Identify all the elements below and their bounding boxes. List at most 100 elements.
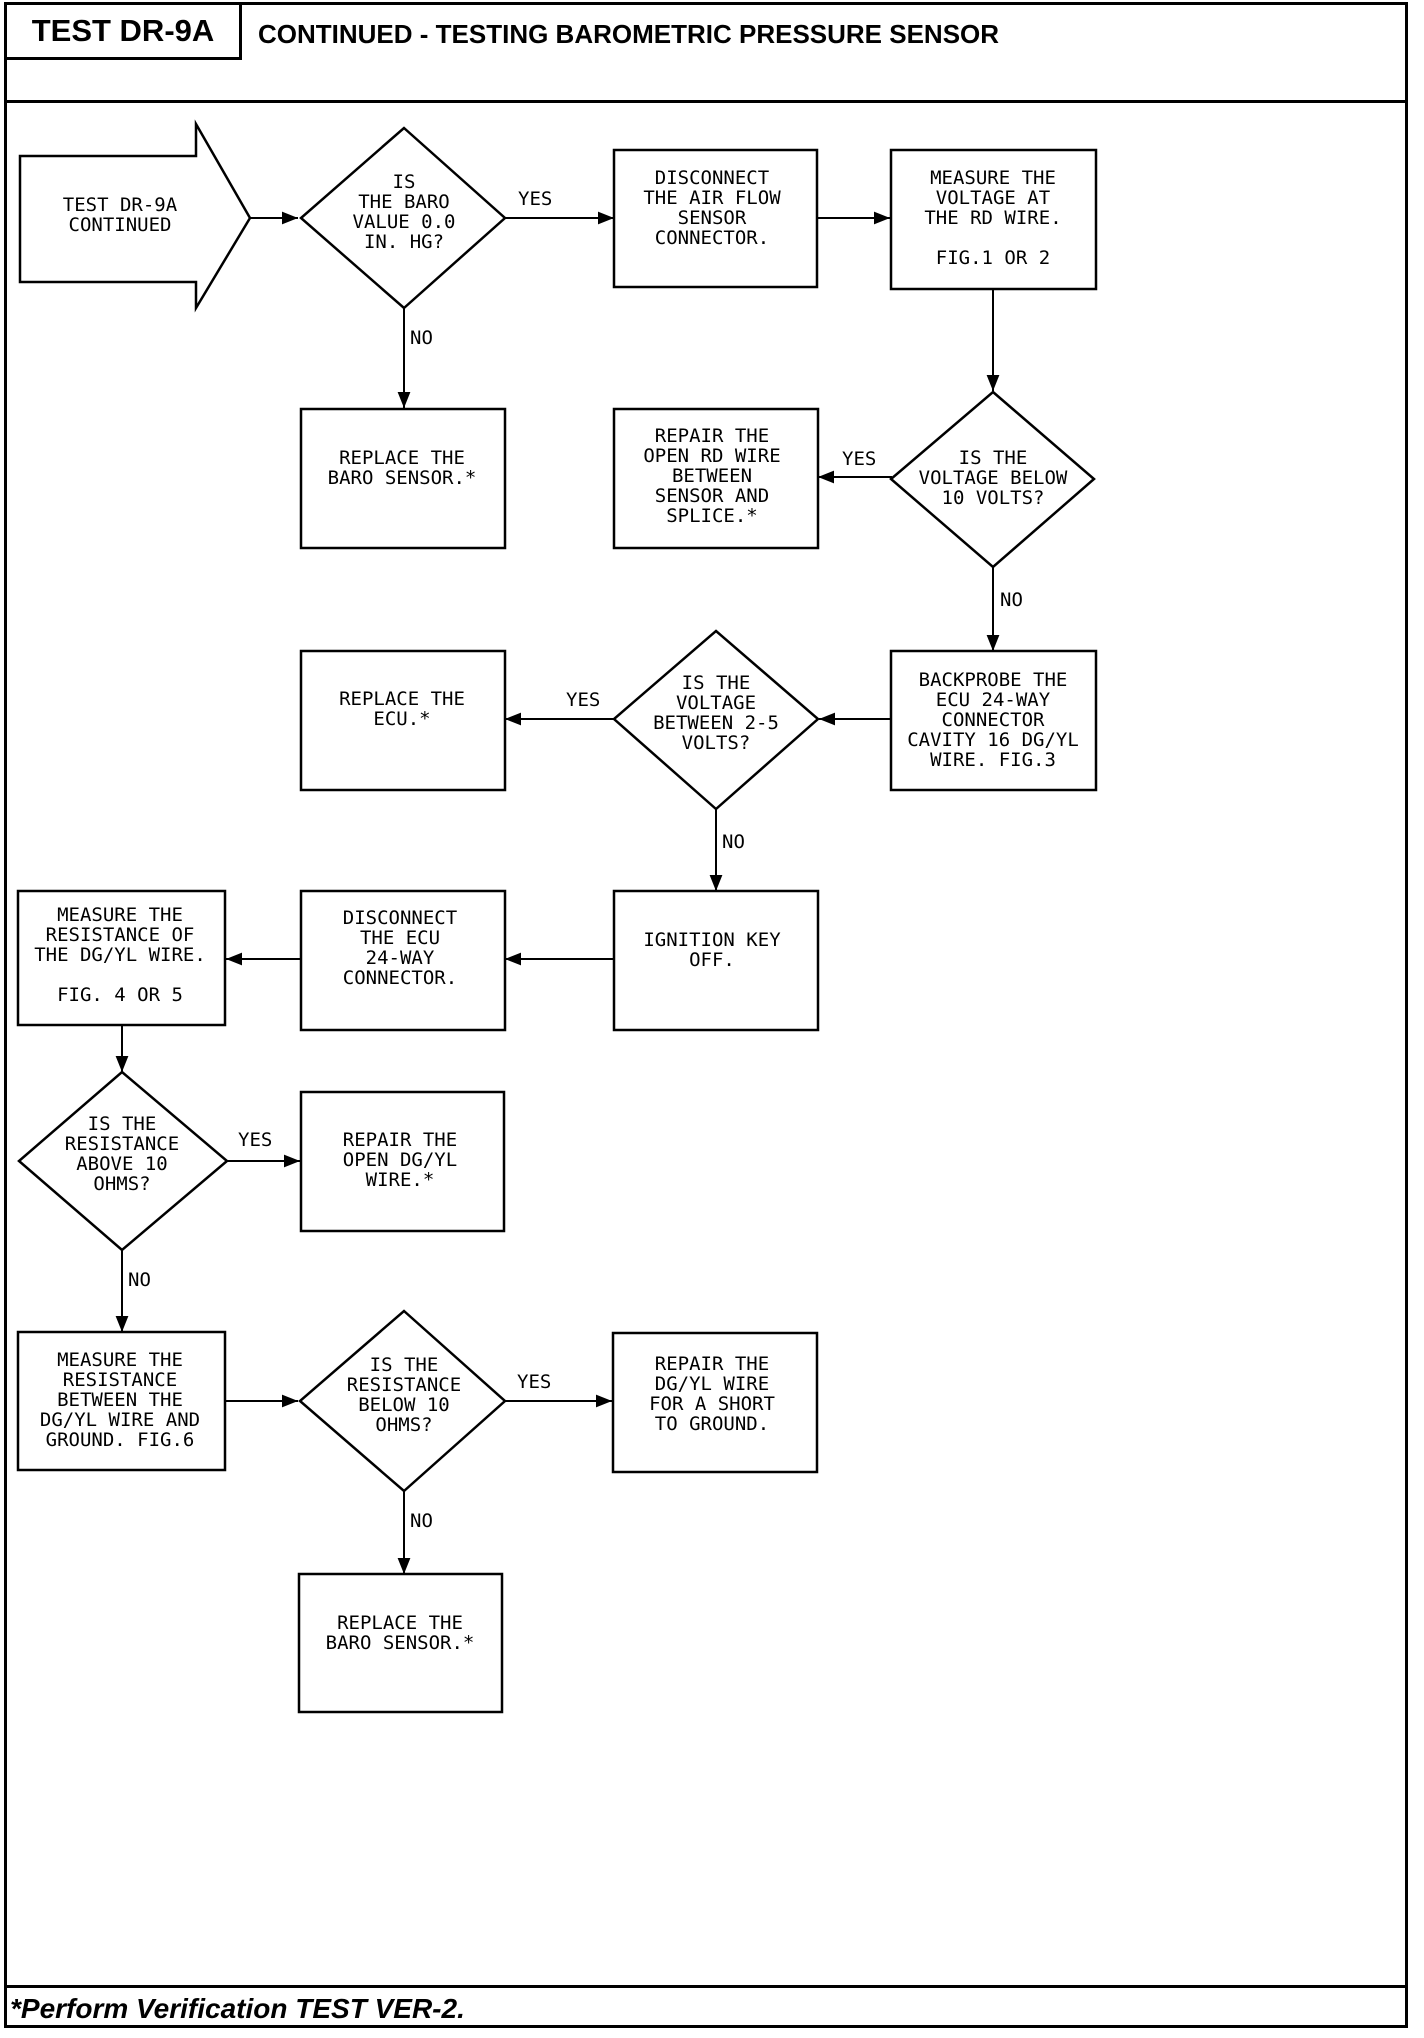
page-border: [4, 2, 1408, 2028]
node-text-line: 10 VOLTS?: [942, 487, 1045, 509]
node-text-line: TO GROUND.: [655, 1413, 769, 1435]
repair-open-rd-box: [612, 407, 820, 550]
footer-note: *Perform Verification TEST VER-2.: [10, 1993, 465, 2024]
node-text-line: IN. HG?: [364, 231, 444, 253]
node-text-line: SENSOR: [678, 207, 747, 229]
node-text-line: VOLTAGE: [676, 692, 756, 714]
replace-baro-box-2: [297, 1572, 504, 1714]
replace-ecu-box: [299, 649, 507, 792]
node-text-line: VALUE 0.0: [353, 211, 456, 233]
disconnect-airflow-box: [612, 148, 819, 289]
node-text-line: VOLTAGE BELOW: [919, 467, 1068, 489]
node-text-line: 24-WAY: [366, 947, 435, 969]
page-title: CONTINUED - TESTING BAROMETRIC PRESSURE …: [258, 19, 1000, 49]
node-text-line: BETWEEN THE: [57, 1389, 183, 1411]
voltage-range-decision: [612, 629, 820, 811]
node-text-line: THE RD WIRE.: [924, 207, 1061, 229]
node-text-line: REPAIR THE: [343, 1129, 457, 1151]
node-text-line: THE BARO: [358, 191, 450, 213]
measure-to-ground-box: [16, 1330, 227, 1472]
yes-label: YES: [238, 1129, 272, 1151]
backprobe-ecu-box: [889, 649, 1098, 792]
node-text-line: ABOVE 10: [76, 1153, 168, 1175]
node-text-line: OHMS?: [93, 1173, 150, 1195]
ignition-off-box: [612, 889, 820, 1032]
node-text-line: SENSOR AND: [655, 485, 769, 507]
node-text-line: CONNECTOR.: [655, 227, 769, 249]
node-text-line: DISCONNECT: [655, 167, 769, 189]
node-text-line: REPAIR THE: [655, 1353, 769, 1375]
no-label: NO: [410, 327, 433, 349]
node-text-line: FIG. 4 OR 5: [57, 984, 183, 1006]
node-text-line: CONTINUED: [69, 214, 172, 236]
measure-resistance-box: [16, 889, 227, 1027]
node-text-line: IS THE: [370, 1354, 439, 1376]
flow-edges: [115, 211, 1000, 1574]
node-text-line: CONNECTOR.: [343, 967, 457, 989]
node-text-line: THE DG/YL WIRE.: [34, 944, 206, 966]
repair-short-box: [611, 1331, 819, 1474]
node-text-line: THE AIR FLOW: [643, 187, 781, 209]
resistance-below-decision: [298, 1309, 507, 1493]
node-text-line: DG/YL WIRE: [655, 1373, 769, 1395]
resistance-above-decision: [17, 1070, 229, 1252]
replace-baro-box-1: [299, 407, 507, 550]
node-text-line: REPAIR THE: [655, 425, 769, 447]
node-text-line: RESISTANCE OF: [46, 924, 195, 946]
node-text-line: IS THE: [682, 672, 751, 694]
baro-check-decision: [299, 126, 507, 310]
node-text-line: BELOW 10: [358, 1394, 450, 1416]
node-text-line: IS THE: [88, 1113, 157, 1135]
node-text-line: ECU.*: [373, 708, 430, 730]
node-text-line: OFF.: [689, 949, 735, 971]
node-text-line: ECU 24-WAY: [936, 689, 1051, 711]
no-label: NO: [722, 831, 745, 853]
measure-rd-voltage-box: [889, 148, 1098, 291]
disconnect-ecu-box: [299, 889, 507, 1032]
node-text-line: FIG.1 OR 2: [936, 247, 1050, 269]
node-text-line: WIRE.*: [366, 1169, 435, 1191]
no-label: NO: [128, 1269, 151, 1291]
node-text-line: REPLACE THE: [339, 688, 465, 710]
start-arrow-shape: [18, 119, 252, 313]
node-text-line: VOLTS?: [682, 732, 751, 754]
node-text-line: DG/YL WIRE AND: [40, 1409, 200, 1431]
node-text-line: OPEN DG/YL: [343, 1149, 457, 1171]
node-text-line: THE ECU: [360, 927, 440, 949]
node-text-line: RESISTANCE: [347, 1374, 461, 1396]
header-bar: [4, 2, 1408, 103]
node-text-line: BETWEEN: [672, 465, 752, 487]
node-text-line: GROUND. FIG.6: [46, 1429, 195, 1451]
node-text-line: OPEN RD WIRE: [643, 445, 780, 467]
yes-label: YES: [518, 188, 552, 210]
node-text-line: REPLACE THE: [339, 447, 465, 469]
node-text-line: FOR A SHORT: [649, 1393, 775, 1415]
node-text-line: REPLACE THE: [337, 1612, 463, 1634]
no-label: NO: [410, 1510, 433, 1532]
node-text-line: VOLTAGE AT: [936, 187, 1050, 209]
no-label: NO: [1000, 589, 1023, 611]
node-text-line: OHMS?: [375, 1414, 432, 1436]
yes-label: YES: [566, 689, 600, 711]
node-text-line: MEASURE THE: [57, 1349, 183, 1371]
node-text-line: CONNECTOR: [942, 709, 1046, 731]
footer-bar: [4, 1985, 1408, 2028]
edge-labels: YES NO YES NO YES NO YES NO YES NO: [128, 188, 1023, 1532]
